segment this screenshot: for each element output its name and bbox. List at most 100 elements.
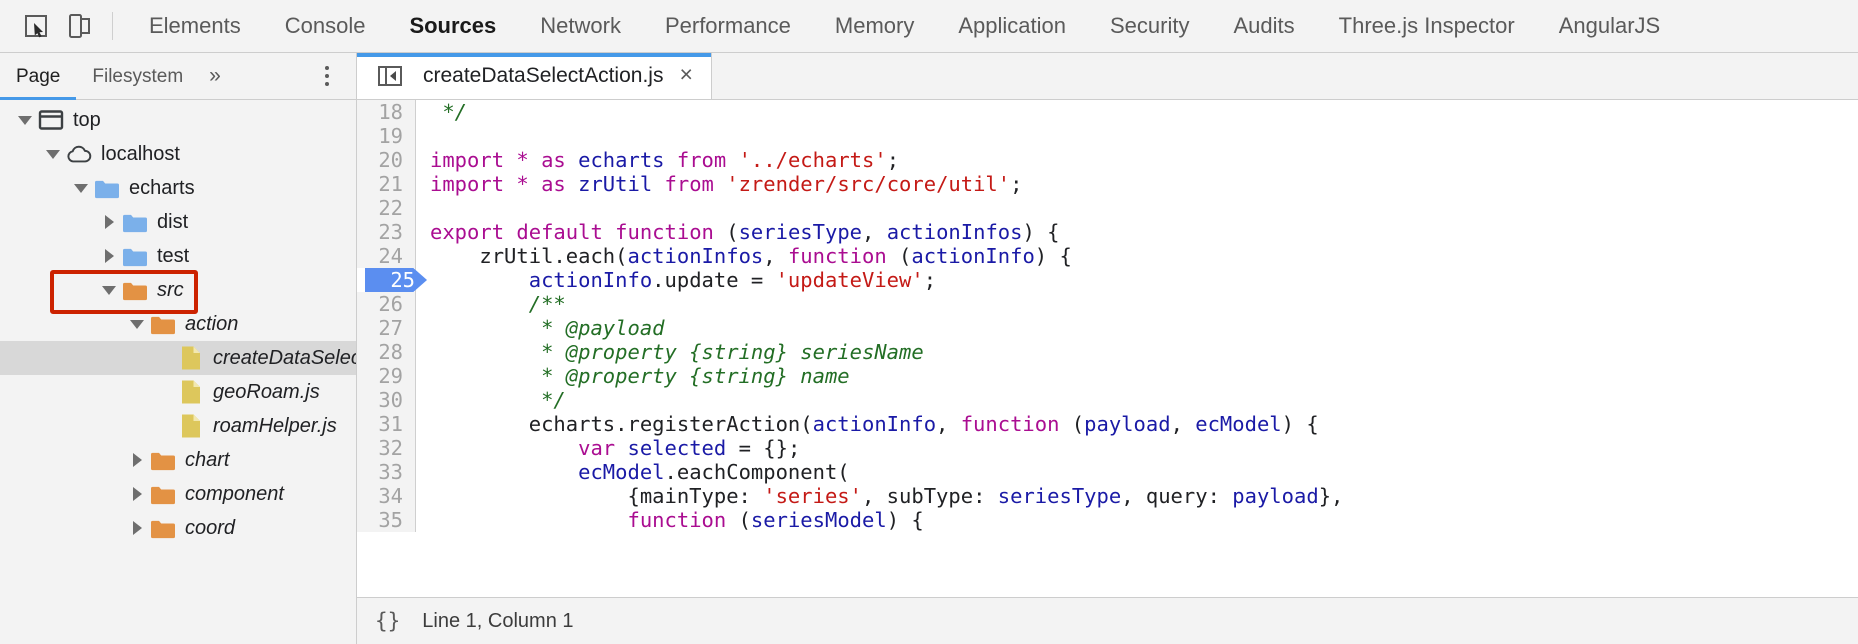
code-line-text[interactable]: actionInfo.update = 'updateView'; <box>416 268 1858 292</box>
line-number[interactable]: 32 <box>357 436 415 460</box>
tree-item-component[interactable]: component <box>0 477 356 511</box>
folder-blue-icon <box>122 246 148 267</box>
line-number[interactable]: 18 <box>357 100 415 124</box>
chevron-down-icon[interactable] <box>14 115 36 125</box>
code-line-text[interactable]: echarts.registerAction(actionInfo, funct… <box>416 412 1858 436</box>
chevron-down-icon[interactable] <box>70 183 92 193</box>
tree-item-label: echarts <box>129 177 195 199</box>
inspect-element-icon[interactable] <box>14 6 58 46</box>
tree-item-test[interactable]: test <box>0 239 356 273</box>
tree-item-echarts[interactable]: echarts <box>0 171 356 205</box>
navigator-toggle-icon[interactable] <box>375 61 405 91</box>
code-line-text[interactable]: /** <box>416 292 1858 316</box>
tree-item-georoam-js[interactable]: geoRoam.js <box>0 375 356 409</box>
code-line-text[interactable]: export default function (seriesType, act… <box>416 220 1858 244</box>
code-token <box>430 460 578 484</box>
editor-tab-createdataselectaction[interactable]: createDataSelectAction.js × <box>357 53 712 99</box>
code-line-text[interactable]: zrUtil.each(actionInfos, function (actio… <box>416 244 1858 268</box>
device-toolbar-icon[interactable] <box>58 6 102 46</box>
code-token: = {}; <box>726 436 801 460</box>
code-token: {mainType: <box>430 484 764 508</box>
line-number[interactable]: 31 <box>357 412 415 436</box>
line-number[interactable]: 35 <box>357 508 415 532</box>
navigator-more-tabs-icon[interactable]: » <box>209 64 221 87</box>
code-token: , <box>936 412 961 436</box>
tab-audits[interactable]: Audits <box>1233 13 1295 38</box>
chevron-right-icon[interactable] <box>98 249 120 263</box>
chevron-right-icon[interactable] <box>98 215 120 229</box>
line-number[interactable]: 28 <box>357 340 415 364</box>
tree-item-label: top <box>73 109 101 131</box>
chevron-right-icon[interactable] <box>126 487 148 501</box>
tree-item-dist[interactable]: dist <box>0 205 356 239</box>
close-icon[interactable]: × <box>679 61 693 87</box>
line-number[interactable]: 20 <box>357 148 415 172</box>
line-number[interactable]: 27 <box>357 316 415 340</box>
chevron-down-icon[interactable] <box>42 149 64 159</box>
code-line-text[interactable]: import * as echarts from '../echarts'; <box>416 148 1858 172</box>
line-number[interactable]: 19 <box>357 124 415 148</box>
code-line-text[interactable]: */ <box>416 388 1858 412</box>
line-number[interactable]: 23 <box>357 220 415 244</box>
code-token: ) { <box>1034 244 1072 268</box>
line-number[interactable]: 34 <box>357 484 415 508</box>
code-token: */ <box>430 388 566 412</box>
tab-application[interactable]: Application <box>958 13 1066 38</box>
tree-item-top[interactable]: top <box>0 103 356 137</box>
navigator-tab-page[interactable]: Page <box>0 54 77 100</box>
tab-security[interactable]: Security <box>1110 13 1190 38</box>
tree-item-action[interactable]: action <box>0 307 356 341</box>
cloud-icon <box>66 144 92 164</box>
code-line-text[interactable]: ecModel.eachComponent( <box>416 460 1858 484</box>
navigator-tab-filesystem[interactable]: Filesystem <box>92 65 184 87</box>
chevron-down-icon[interactable] <box>98 285 120 295</box>
chevron-down-icon[interactable] <box>126 319 148 329</box>
gutter-divider <box>415 340 416 364</box>
line-number[interactable]: 26 <box>357 292 415 316</box>
chevron-right-icon[interactable] <box>126 521 148 535</box>
code-token: payload <box>1232 484 1319 508</box>
chevron-right-icon[interactable] <box>126 453 148 467</box>
tree-item-chart[interactable]: chart <box>0 443 356 477</box>
tab-console[interactable]: Console <box>284 13 366 38</box>
code-token: function <box>627 508 727 532</box>
code-line-text[interactable]: * @property {string} seriesName <box>416 340 1858 364</box>
code-line-text[interactable]: {mainType: 'series', subType: seriesType… <box>416 484 1858 508</box>
tree-item-localhost[interactable]: localhost <box>0 137 356 171</box>
tab-performance[interactable]: Performance <box>664 13 791 38</box>
tree-item-roamhelper-js[interactable]: roamHelper.js <box>0 409 356 443</box>
code-token: actionInfo <box>528 268 653 292</box>
code-line: 32 var selected = {}; <box>357 436 1858 460</box>
line-number[interactable]: 30 <box>357 388 415 412</box>
code-token <box>529 148 541 172</box>
code-line-text[interactable]: * @payload <box>416 316 1858 340</box>
tree-item-src[interactable]: src <box>0 273 356 307</box>
folder-blue-icon <box>122 212 148 233</box>
tab-threejs-inspector[interactable]: Three.js Inspector <box>1338 13 1515 38</box>
line-number[interactable]: 24 <box>357 244 415 268</box>
code-line-text[interactable]: var selected = {}; <box>416 436 1858 460</box>
line-number[interactable]: 21 <box>357 172 415 196</box>
folder-blue-icon <box>94 178 120 199</box>
code-line-text[interactable]: import * as zrUtil from 'zrender/src/cor… <box>416 172 1858 196</box>
tab-elements[interactable]: Elements <box>149 13 241 38</box>
code-line-text[interactable]: * @property {string} name <box>416 364 1858 388</box>
code-line-text[interactable]: function (seriesModel) { <box>416 508 1858 532</box>
tab-memory[interactable]: Memory <box>834 13 915 38</box>
tab-angularjs[interactable]: AngularJS <box>1558 13 1661 38</box>
tree-item-coord[interactable]: coord <box>0 511 356 545</box>
pretty-print-icon[interactable]: {} <box>375 609 401 633</box>
code-token: function <box>615 220 714 244</box>
tab-network[interactable]: Network <box>540 13 621 38</box>
tree-item-createdataselectaction-js[interactable]: createDataSelectAction.js <box>0 341 356 375</box>
line-number[interactable]: 33 <box>357 460 415 484</box>
line-number[interactable]: 22 <box>357 196 415 220</box>
tree-item-label: dist <box>157 211 189 233</box>
line-number[interactable]: 29 <box>357 364 415 388</box>
tab-sources[interactable]: Sources <box>409 13 497 38</box>
code-line-text[interactable]: */ <box>416 100 1858 124</box>
more-options-button[interactable] <box>316 64 338 88</box>
